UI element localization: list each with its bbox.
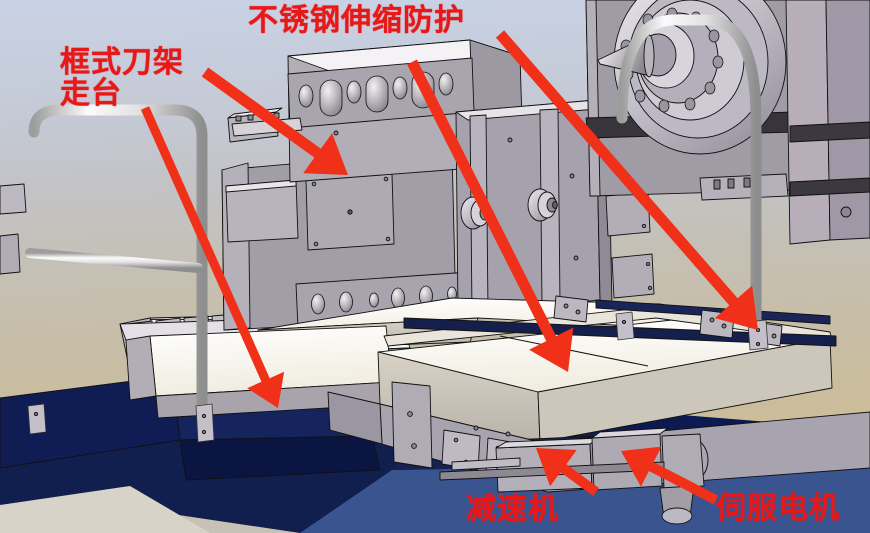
- annotation-label-reducer: 减速机: [466, 492, 559, 527]
- arrow-to-servo-motor: [621, 446, 719, 505]
- annotation-label-servo-motor: 伺服电机: [716, 491, 840, 526]
- arrow-to-guard-rear: [495, 30, 758, 331]
- annotation-label-frame-tool-post-walkway: 框式刀架 走台: [60, 45, 184, 111]
- arrow-to-tool-post: [201, 67, 348, 175]
- arrow-to-reducer: [536, 448, 599, 496]
- annotation-label-stainless-telescopic-guard: 不锈钢伸缩防护: [248, 3, 465, 38]
- arrow-to-walkway: [140, 106, 285, 408]
- arrow-to-guard-front: [407, 59, 574, 372]
